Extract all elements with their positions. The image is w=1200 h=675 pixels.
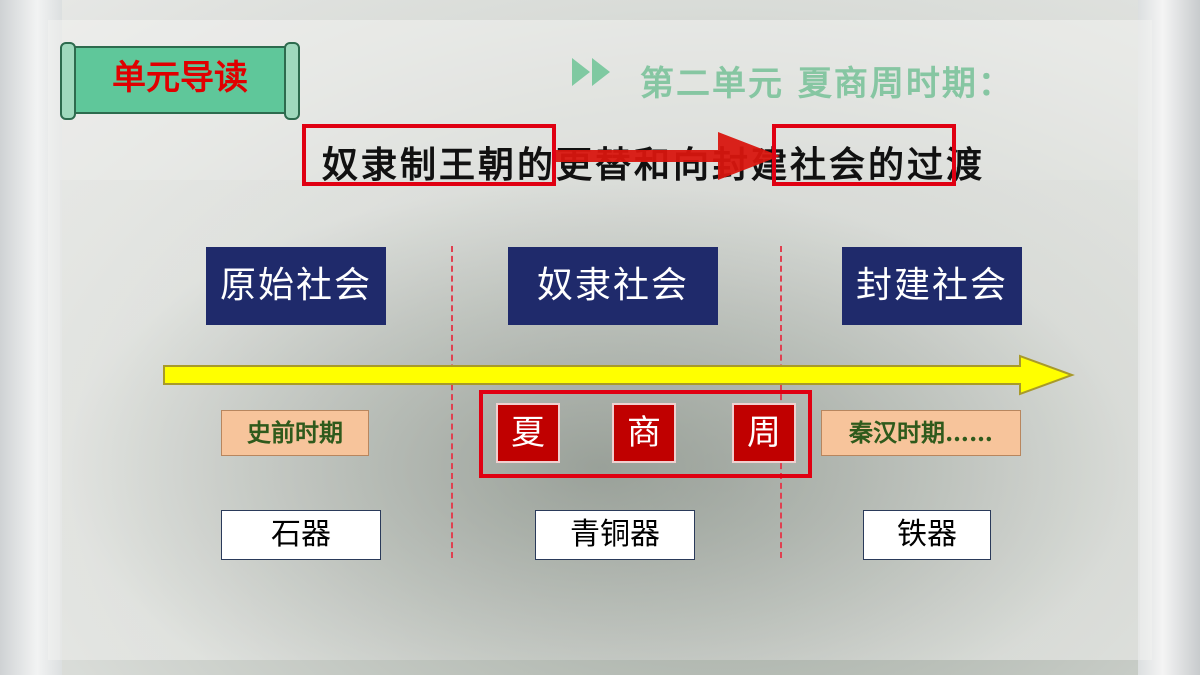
arrow-right-icon [552, 132, 780, 180]
badge-roll-right [284, 42, 300, 120]
highlight-box-dynasties [479, 390, 812, 478]
unit-guide-badge: 单元导读 [60, 42, 300, 120]
dynasty-shang: 商 [612, 403, 676, 463]
separator-line [780, 246, 782, 558]
era-slave-society: 奴隶社会 [508, 247, 718, 325]
dynasty-zhou: 周 [732, 403, 796, 463]
dynasty-xia: 夏 [496, 403, 560, 463]
unit-title: 第二单元 夏商周时期： [640, 64, 1014, 104]
timeline-arrow [163, 354, 1075, 396]
highlight-box-feudal [772, 124, 956, 186]
tool-bronze: 青铜器 [535, 510, 695, 560]
subtitle: 奴隶制王朝的更替和向封建社会的过渡 [322, 136, 985, 188]
tool-stone: 石器 [221, 510, 381, 560]
period-prehistoric: 史前时期 [221, 410, 369, 456]
highlight-box-slave-dynasty [302, 124, 556, 186]
tool-iron: 铁器 [863, 510, 991, 560]
separator-line [451, 246, 453, 558]
badge-label: 单元导读 [112, 58, 248, 98]
subtitle-end: 的过渡 [868, 144, 986, 186]
era-primitive-society: 原始社会 [206, 247, 386, 325]
badge-roll-left [60, 42, 76, 120]
subtitle-slave-dynasty: 奴隶制王朝 [322, 144, 518, 186]
era-feudal-society: 封建社会 [842, 247, 1022, 325]
period-qin-han: 秦汉时期…… [821, 410, 1021, 456]
